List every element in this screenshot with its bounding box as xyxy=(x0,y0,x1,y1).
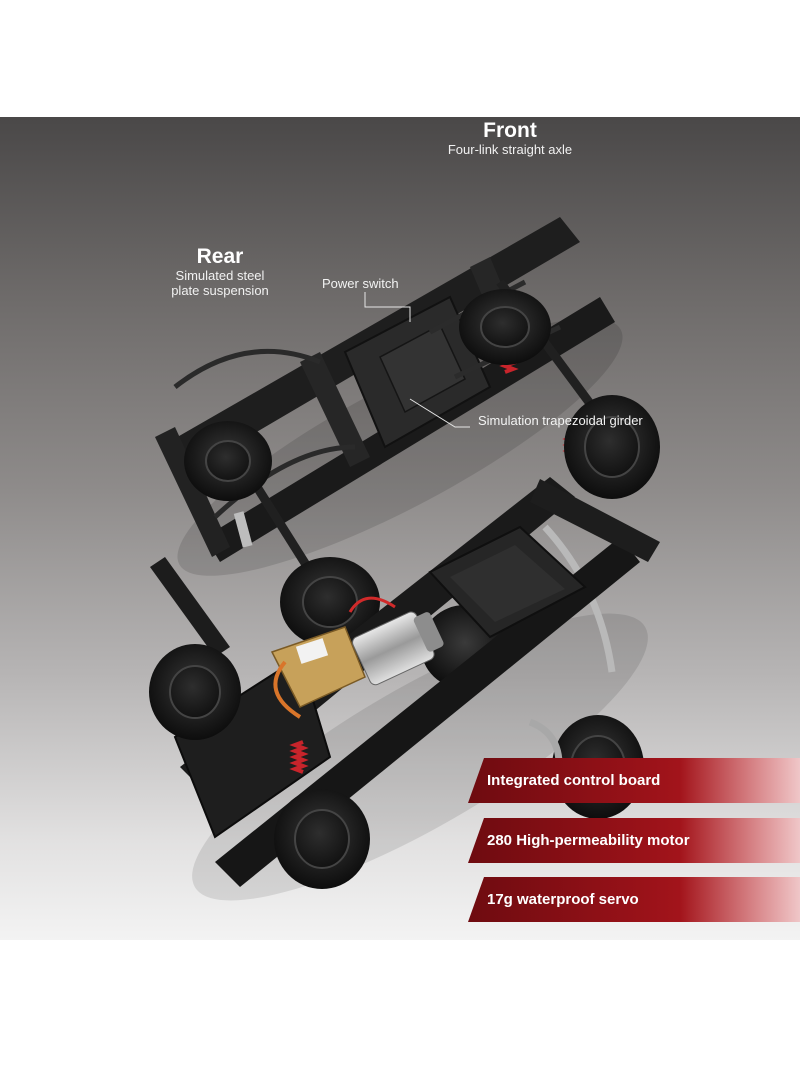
product-photo-panel: Front Four-link straight axle Rear Simul… xyxy=(0,117,800,940)
bottom-chassis xyxy=(149,477,660,901)
rear-subtitle-line1: Simulated steel xyxy=(175,268,265,284)
power-switch-callout: Power switch xyxy=(322,276,399,291)
feature-banner-servo: 17g waterproof servo xyxy=(468,877,800,922)
feature-banner-motor: 280 High-permeability motor xyxy=(468,818,800,863)
rear-label: Rear Simulated steel plate suspension xyxy=(150,245,290,299)
feature-banner-control-board: Integrated control board xyxy=(468,758,800,803)
power-switch-leader-line xyxy=(364,292,411,322)
rear-subtitle-line2: plate suspension xyxy=(171,283,269,299)
chassis-illustration xyxy=(149,217,660,901)
rear-heading: Rear xyxy=(196,245,244,268)
front-heading: Front xyxy=(483,119,537,142)
front-label: Front Four-link straight axle xyxy=(400,119,620,158)
feature-label: 17g waterproof servo xyxy=(487,891,639,908)
girder-leader-line xyxy=(409,398,470,428)
feature-label: 280 High-permeability motor xyxy=(487,832,690,849)
front-subtitle: Four-link straight axle xyxy=(447,142,573,158)
top-chassis xyxy=(150,217,660,657)
feature-label: Integrated control board xyxy=(487,772,661,789)
girder-callout: Simulation trapezoidal girder xyxy=(478,413,643,428)
